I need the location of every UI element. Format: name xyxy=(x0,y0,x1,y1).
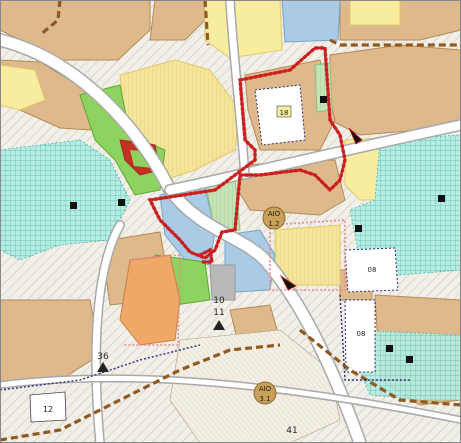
navy-boundaries xyxy=(0,294,410,391)
parcel-box-18 xyxy=(276,105,292,118)
triangle-marker-icon xyxy=(97,362,109,372)
parcel-label-10: 10 xyxy=(213,296,225,306)
badge-value: 3.1 xyxy=(259,395,270,403)
parcel-label-18: 18 xyxy=(280,109,289,117)
square-marker-icon xyxy=(406,356,413,363)
wedge-marker-icon xyxy=(348,127,363,145)
square-marker-icon xyxy=(355,225,362,232)
square-marker-icon xyxy=(386,345,393,352)
badge-value: 1.2 xyxy=(268,220,279,228)
orange-zone xyxy=(119,254,181,346)
pink-boundaries xyxy=(122,219,346,346)
parcel-label-36: 36 xyxy=(97,352,109,362)
badge-code: AIO xyxy=(259,385,272,393)
wedge-marker-icon xyxy=(279,274,297,291)
triangle-markers xyxy=(97,320,225,372)
square-marker-icon xyxy=(70,202,77,209)
cyan-grid-zones xyxy=(0,134,461,401)
square-marker-icon xyxy=(118,199,125,206)
triangle-marker-icon xyxy=(213,320,225,330)
parcel-label-08a: 08 xyxy=(368,266,377,274)
square-marker-icon xyxy=(438,195,445,202)
parcel-label-12: 12 xyxy=(43,405,53,414)
wedge-markers xyxy=(279,127,363,291)
square-marker-icon xyxy=(320,96,327,103)
aio-badge-1: AIO 1.2 xyxy=(262,206,286,230)
parcel-label-11: 11 xyxy=(213,308,224,318)
red-perimeter xyxy=(147,46,347,264)
parcel-label-08b: 08 xyxy=(357,330,366,338)
aio-badge-2: AIO 3.1 xyxy=(253,381,277,405)
badge-code: AIO xyxy=(268,210,281,218)
parcel-label-41: 41 xyxy=(286,426,297,436)
square-markers xyxy=(70,96,445,363)
